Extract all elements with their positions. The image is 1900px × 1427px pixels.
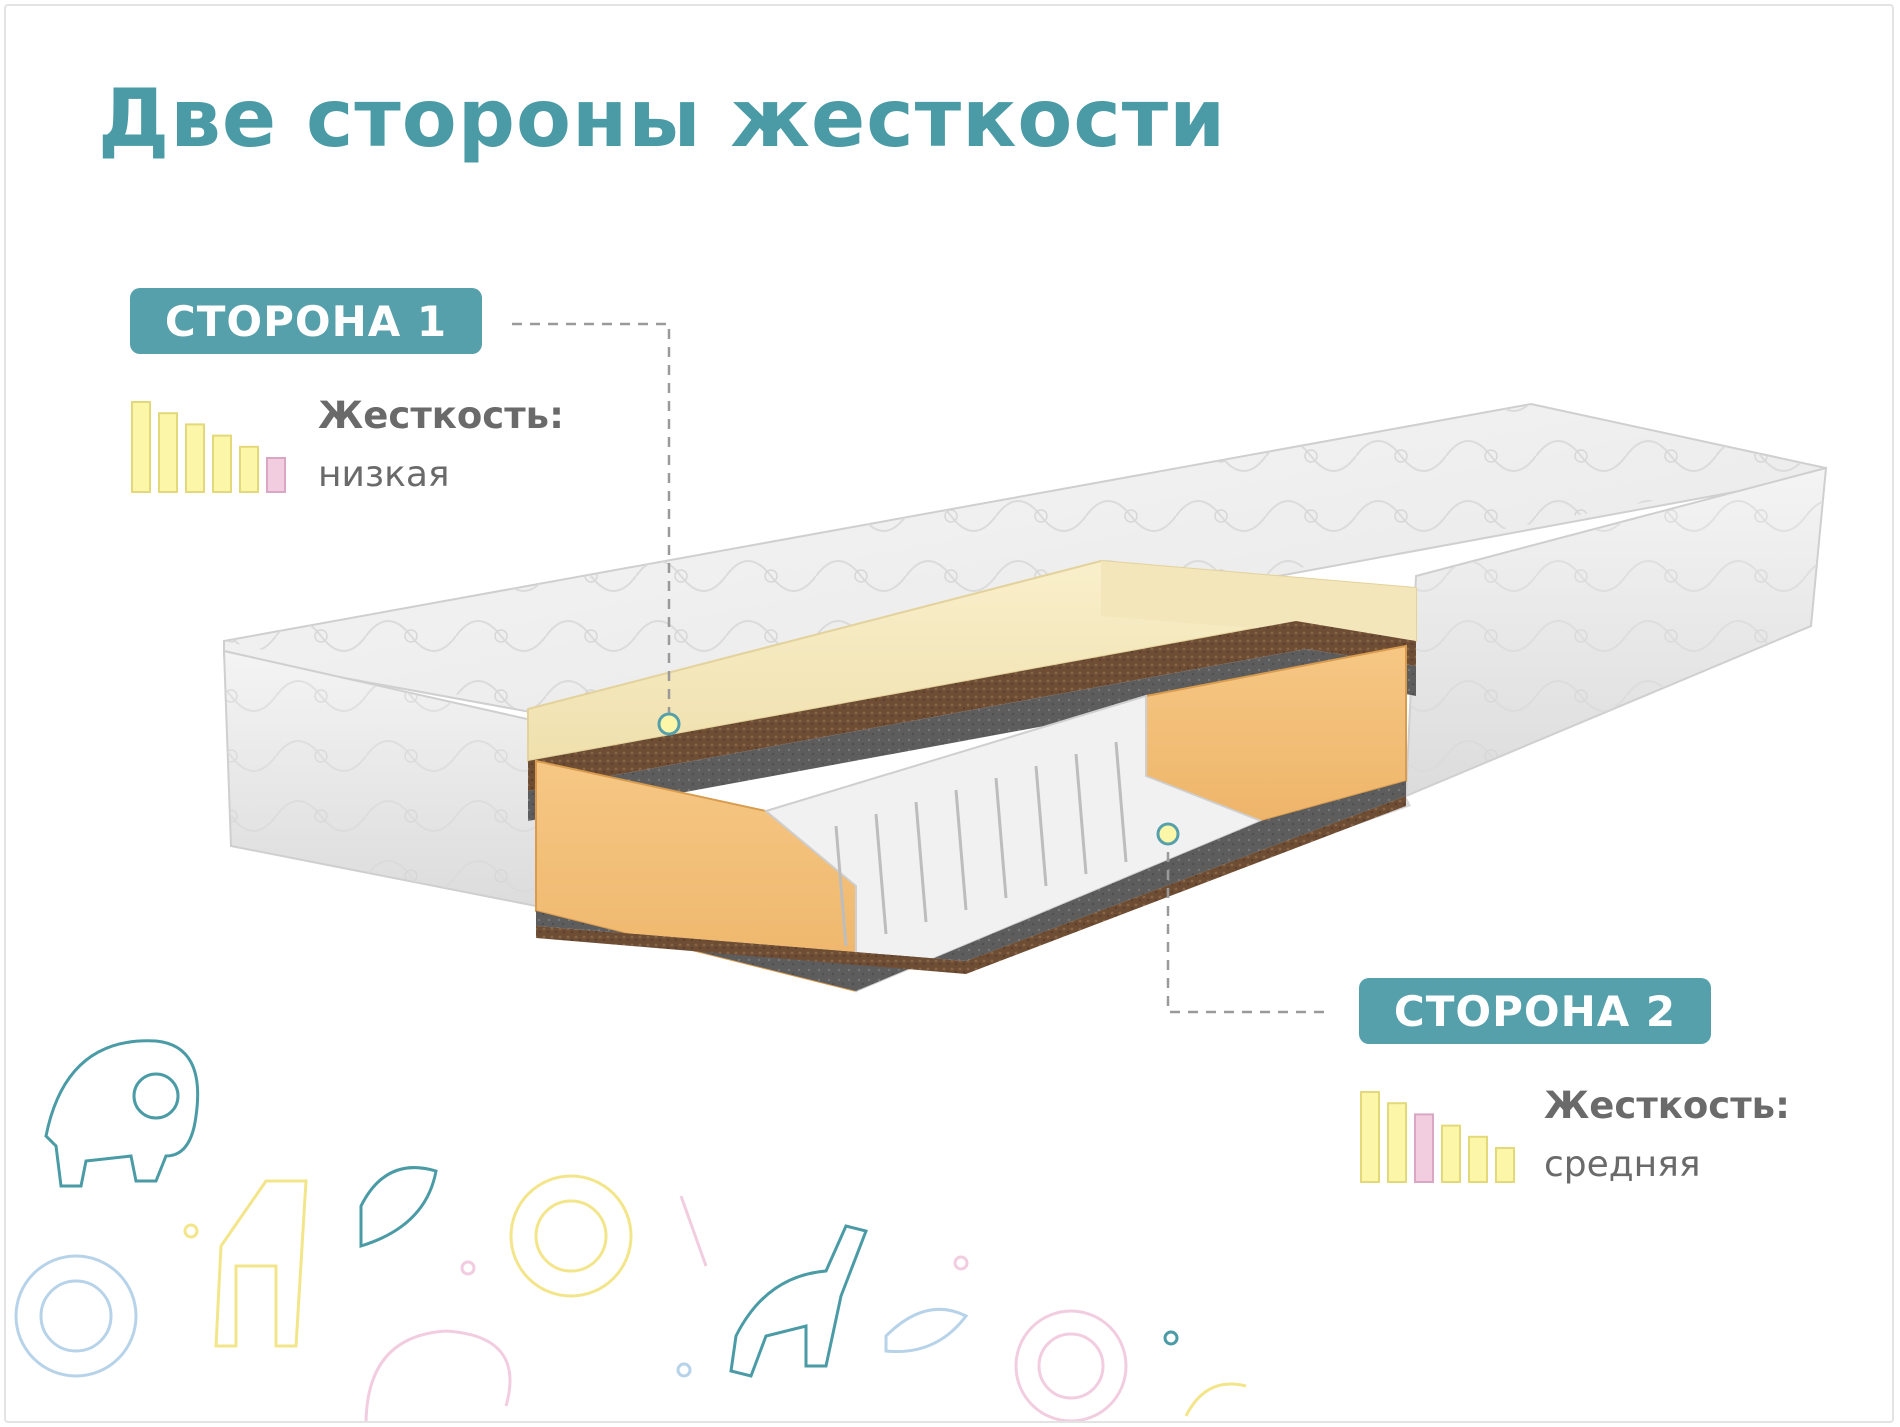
firmness-bar [212,434,232,493]
firmness-bar [1468,1135,1488,1183]
side-1-badge: СТОРОНА 1 [130,288,482,354]
firmness-bar [1360,1091,1380,1183]
side-1-firmness-scale [131,401,286,494]
firmness-bar [131,401,151,493]
side-1-firmness-label: Жесткость: [318,394,564,437]
side-2-firmness-value: средняя [1544,1144,1701,1185]
firmness-bar [1441,1124,1461,1183]
firmness-bar [1495,1147,1515,1183]
firmness-bar [158,412,178,494]
firmness-bar [185,423,205,493]
side-2-badge: СТОРОНА 2 [1359,978,1711,1044]
side-2-firmness-label: Жесткость: [1544,1084,1790,1127]
firmness-bar [239,445,259,493]
side-1-firmness-value: низкая [318,454,450,495]
animal-doodles-icon [14,1039,1247,1421]
firmness-bar [1387,1102,1407,1184]
firmness-bar-active [266,457,286,493]
mattress-illustration [14,322,1828,1421]
infographic-frame: Две стороны жесткости [4,4,1894,1423]
firmness-bar-active [1414,1113,1434,1183]
side-2-firmness-scale [1360,1091,1515,1184]
page-title: Две стороны жесткости [98,72,1227,165]
